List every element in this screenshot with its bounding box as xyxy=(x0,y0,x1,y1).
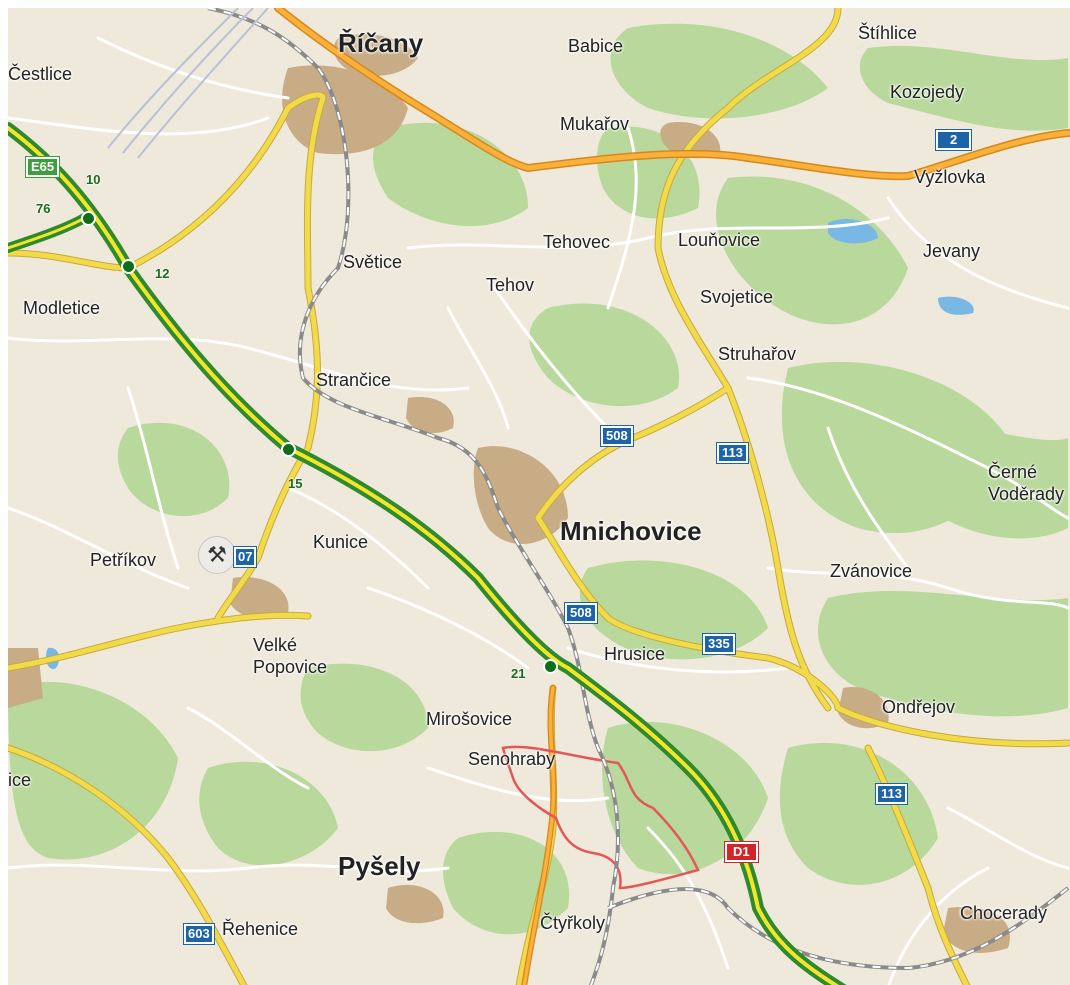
map-view[interactable]: ⚒ Říčany Babice Štíhlice Čestlice Kozoje… xyxy=(8,8,1070,985)
junction-12 xyxy=(121,259,136,274)
place-label-strancice[interactable]: Strančice xyxy=(316,370,392,390)
place-label-tehov[interactable]: Tehov xyxy=(486,275,535,295)
exit-number-10: 10 xyxy=(86,172,101,187)
road-badge-335: 335 xyxy=(702,633,736,655)
exit-number-21: 21 xyxy=(511,666,526,681)
place-label-stihlice[interactable]: Štíhlice xyxy=(858,23,918,43)
exit-number-15: 15 xyxy=(288,476,303,491)
road-badge-603: 603 xyxy=(183,923,215,945)
road-badge-e65: E65 xyxy=(24,156,61,178)
place-label-kunice[interactable]: Kunice xyxy=(313,532,369,552)
place-label-popovice[interactable]: Popovice xyxy=(253,657,328,677)
place-label-mnichovice[interactable]: Mnichovice xyxy=(560,516,702,546)
primary-roads xyxy=(274,8,1070,985)
junction-21 xyxy=(543,659,558,674)
road-badge-2: 2 xyxy=(934,129,973,151)
place-label-lounovice[interactable]: Louňovice xyxy=(678,230,761,250)
place-label-mukarov[interactable]: Mukařov xyxy=(560,114,630,134)
road-badge-508-north: 508 xyxy=(600,425,634,447)
place-label-ricany[interactable]: Říčany xyxy=(338,28,424,58)
road-badge-07: 07 xyxy=(232,546,258,568)
road-badge-113-south: 113 xyxy=(875,783,908,805)
place-label-senohraby[interactable]: Senohraby xyxy=(468,749,556,769)
tools-icon[interactable]: ⚒ xyxy=(198,536,236,574)
place-label-petrikov[interactable]: Petříkov xyxy=(90,550,157,570)
place-label-ctyrkoly[interactable]: Čtyřkoly xyxy=(540,913,606,933)
road-badge-113-north: 113 xyxy=(716,442,749,464)
minor-roads xyxy=(8,36,1070,985)
road-badge-508-south: 508 xyxy=(564,602,598,624)
place-label-ice[interactable]: ice xyxy=(8,770,32,790)
place-label-cerne[interactable]: Černé xyxy=(988,462,1038,482)
place-label-struharov[interactable]: Struhařov xyxy=(718,344,797,364)
exit-number-76: 76 xyxy=(36,201,51,216)
place-label-kozojedy[interactable]: Kozojedy xyxy=(890,82,965,102)
place-label-ondrejov[interactable]: Ondřejov xyxy=(882,697,956,717)
municipal-boundary xyxy=(501,745,700,890)
junction-10 xyxy=(81,211,96,226)
place-label-babice[interactable]: Babice xyxy=(568,36,624,56)
urban-areas xyxy=(8,34,1010,953)
place-label-velke[interactable]: Velké xyxy=(253,635,298,655)
place-label-mirosovice[interactable]: Mirošovice xyxy=(426,709,513,729)
place-label-zvanovice[interactable]: Zvánovice xyxy=(830,561,913,581)
exit-number-12: 12 xyxy=(155,266,170,281)
place-label-pysely[interactable]: Pyšely xyxy=(338,851,421,881)
place-label-voderady[interactable]: Voděrady xyxy=(988,484,1065,504)
place-label-jevany[interactable]: Jevany xyxy=(923,241,981,261)
place-label-svetice[interactable]: Světice xyxy=(343,252,403,272)
place-label-chocerady[interactable]: Chocerady xyxy=(960,903,1048,923)
road-badge-d1: D1 xyxy=(724,841,759,863)
place-label-hrusice[interactable]: Hrusice xyxy=(604,644,666,664)
place-label-vyzlovka[interactable]: Vyžlovka xyxy=(914,167,986,187)
place-label-rehenice[interactable]: Řehenice xyxy=(222,919,299,939)
place-label-tehovec[interactable]: Tehovec xyxy=(543,232,611,252)
railways xyxy=(107,8,1070,985)
poi-glyph: ⚒ xyxy=(207,542,227,567)
place-label-svojetice[interactable]: Svojetice xyxy=(700,287,774,307)
map-canvas xyxy=(8,8,1070,985)
place-label-cestlice[interactable]: Čestlice xyxy=(8,64,73,84)
place-label-modletice[interactable]: Modletice xyxy=(23,298,101,318)
junction-15 xyxy=(281,442,296,457)
